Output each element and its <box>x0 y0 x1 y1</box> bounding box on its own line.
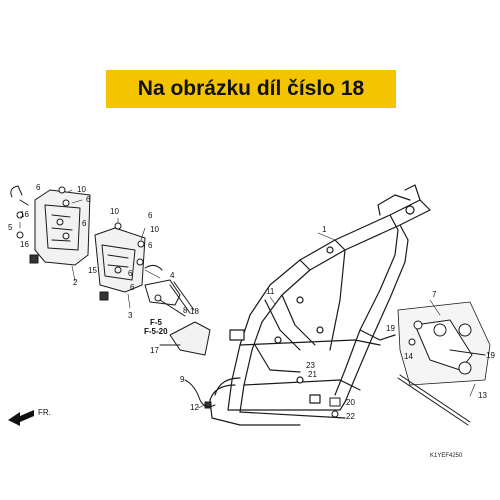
callout-4: 4 <box>170 271 175 280</box>
callout-3: 3 <box>128 311 133 320</box>
callout-19-2: 19 <box>486 351 495 360</box>
callout-6: 6 <box>36 183 41 192</box>
callout-labels: 1234566666667891010101112131415161617181… <box>8 183 495 421</box>
callout-2: 2 <box>73 278 78 287</box>
callout-18: 18 <box>190 307 199 316</box>
callout-20: 20 <box>346 398 355 407</box>
callout-19: 19 <box>386 324 395 333</box>
fasteners-left <box>16 186 70 264</box>
cable-9 <box>184 379 216 408</box>
long-bolt-13 <box>397 374 471 426</box>
bracket-assembly-left <box>10 185 91 266</box>
callout-16-2: 16 <box>20 240 29 249</box>
callout-22: 22 <box>346 412 355 421</box>
part-8-bracket <box>144 279 195 314</box>
leader-lines <box>19 189 476 409</box>
callout-11: 11 <box>266 287 275 296</box>
ref-f-5: F-5 <box>150 318 163 327</box>
callout-8: 8 <box>183 306 188 315</box>
diagram-code: K1YEF4250 <box>430 453 463 459</box>
callout-14: 14 <box>404 352 413 361</box>
callout-16: 16 <box>20 210 29 219</box>
callout-6-5: 6 <box>148 241 153 250</box>
callout-5: 5 <box>8 223 13 232</box>
link-assembly-right <box>397 301 491 386</box>
callout-10-3: 10 <box>150 225 159 234</box>
callout-6-6: 6 <box>128 269 133 278</box>
callout-12: 12 <box>190 403 199 412</box>
callout-10: 10 <box>77 185 86 194</box>
callout-23: 23 <box>306 361 315 370</box>
banner-text: Na obrázku díl číslo 18 <box>137 77 365 100</box>
callout-17: 17 <box>150 346 159 355</box>
callout-6-2: 6 <box>86 195 91 204</box>
front-label: FR. <box>38 408 51 417</box>
callout-7: 7 <box>432 290 437 299</box>
callout-13: 13 <box>478 391 487 400</box>
part-number-banner: Na obrázku díl číslo 18 <box>106 70 396 108</box>
ref-f-5-20: F-5-20 <box>144 327 168 336</box>
callout-21: 21 <box>308 370 317 379</box>
callout-6-7: 6 <box>130 283 135 292</box>
front-arrow-icon <box>8 410 34 426</box>
stand-bracket <box>159 321 211 356</box>
callout-6-3: 6 <box>82 219 87 228</box>
callout-9: 9 <box>180 375 185 384</box>
callout-1: 1 <box>322 225 327 234</box>
callout-10-2: 10 <box>110 207 119 216</box>
main-frame <box>209 184 431 426</box>
callout-15: 15 <box>88 266 97 275</box>
bracket-assembly-center <box>94 222 163 301</box>
callout-6-4: 6 <box>148 211 153 220</box>
